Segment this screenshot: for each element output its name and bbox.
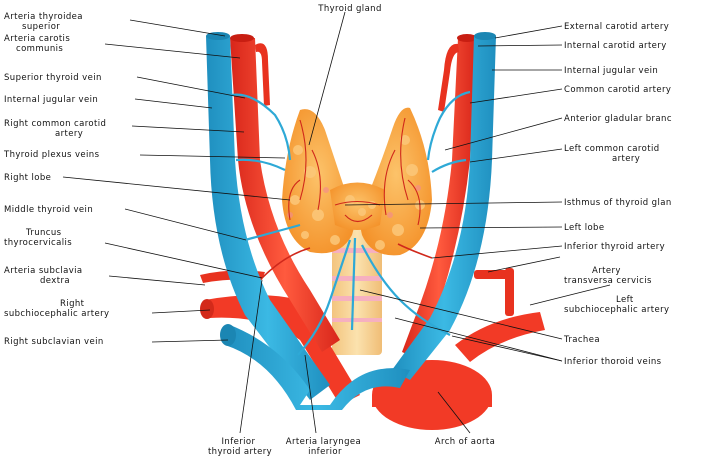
label-left-subchiocephalic-artery: Left subchiocephalic artery (564, 295, 669, 315)
label-external-carotid-artery: External carotid artery (564, 22, 669, 32)
inferior-thyroid-artery-shape (261, 243, 433, 279)
label-internal-carotid-artery: Internal carotid artery (564, 41, 667, 51)
leader-lines (62, 11, 611, 434)
label-inferior-thoroid-veins: Inferior thoroid veins (564, 357, 662, 367)
label-arteria-laryngea-inferior: Arteria laryngea inferior (286, 437, 364, 457)
label-superior-thyroid-vein: Superior thyroid vein (4, 73, 102, 83)
thyroid-gland-shape (282, 107, 432, 256)
label-arch-of-aorta: Arch of aorta (435, 437, 495, 447)
label-thyroid-gland: Thyroid gland (317, 4, 382, 14)
right-common-carotid-shape (230, 34, 340, 352)
label-middle-thyroid-vein: Middle thyroid vein (4, 205, 93, 215)
label-thyroid-plexus-veins: Thyroid plexus veins (3, 150, 100, 160)
label-isthmus-of-thyroid-gland: Isthmus of thyroid glan (564, 198, 672, 208)
label-artery-transversa-cervicis: Artery transversa cervicis (564, 266, 652, 286)
label-truncus-thyrocervicalis: Truncus thyrocervicalis (4, 228, 72, 248)
label-right-subchiocephalic-artery: Right subchiocephalic artery (4, 299, 109, 319)
label-trachea: Trachea (563, 335, 600, 345)
label-inferior-thyroid-artery-right: Inferior thyroid artery (564, 242, 665, 252)
label-left-common-carotid-artery: Left common carotid artery (564, 144, 663, 164)
label-anterior-gladular-branch: Anterior gladular branc (564, 114, 672, 124)
label-inferior-thyroid-artery-bottom: Inferior thyroid artery (208, 437, 272, 457)
label-left-lobe: Left lobe (564, 223, 604, 233)
label-internal-jugular-vein-right: Internal jugular vein (564, 66, 658, 76)
label-common-carotid-artery: Common carotid artery (564, 85, 671, 95)
label-internal-jugular-vein-left: Internal jugular vein (4, 95, 98, 105)
label-arteria-thyroidea-superior: Arteria thyroidea superior (4, 12, 86, 32)
label-arteria-subclavia-dextra: Arteria subclavia dextra (4, 266, 86, 286)
label-right-common-carotid-artery: Right common carotid artery (4, 119, 109, 139)
left-internal-jugular-vein-shape (392, 32, 496, 380)
label-arteria-carotis-communis: Arteria carotis communis (4, 34, 73, 54)
left-common-carotid-shape (402, 34, 477, 360)
label-right-subclavian-vein: Right subclavian vein (4, 337, 104, 347)
label-right-lobe: Right lobe (4, 173, 51, 183)
thyroid-veins-shape (231, 90, 471, 356)
